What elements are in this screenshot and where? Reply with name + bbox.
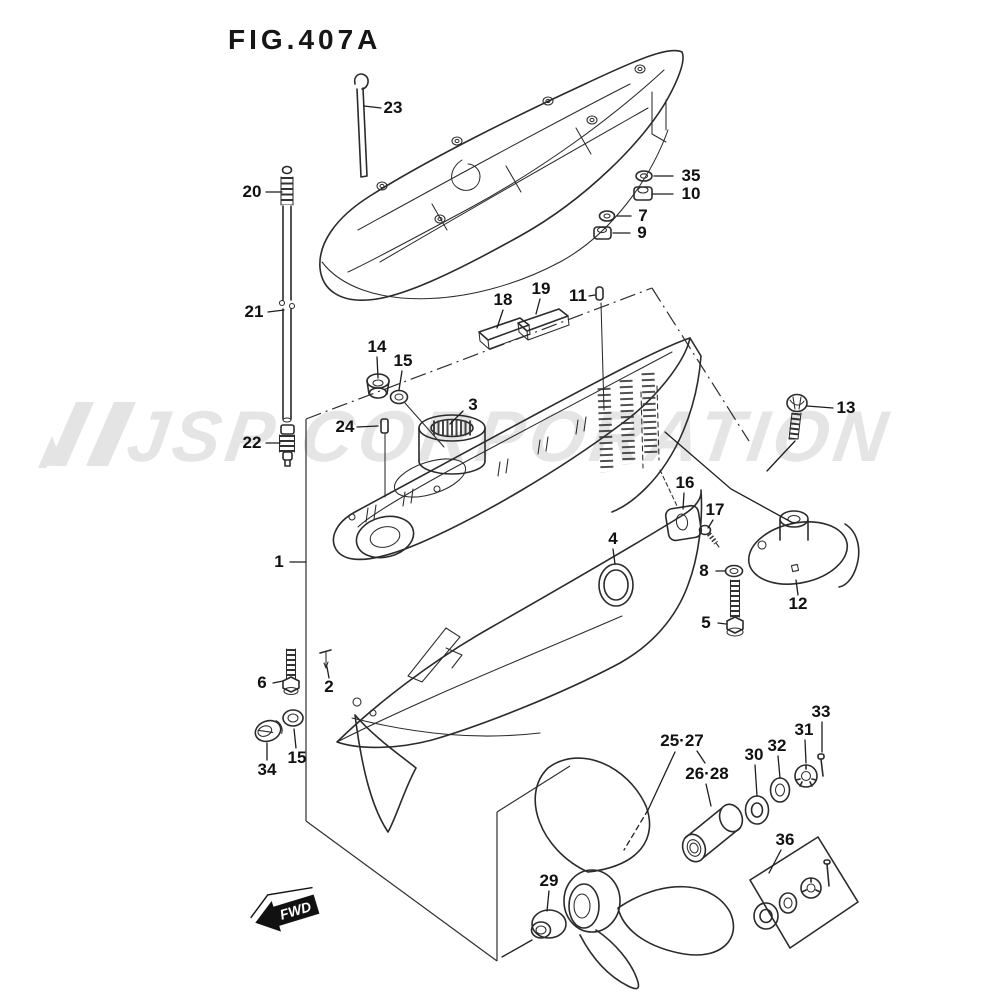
part-label-15: 15 [393,351,413,370]
part-label-31: 31 [794,720,814,739]
part-label-21: 21 [244,302,264,321]
trim-tab-12 [664,431,860,588]
plate-16 [664,504,703,542]
part-label-1: 1 [274,552,284,571]
washer-32 [769,777,791,803]
pin-11 [595,286,605,411]
part-label-19: 19 [531,279,551,298]
pin-24 [380,418,389,498]
part-label-15b: 15 [287,748,307,767]
part-label-3: 3 [468,395,478,414]
drive-shaft [278,165,296,467]
part-label-26-28: 26·28 [685,764,729,783]
part-label-25-27: 25·27 [660,731,704,750]
cotter-pin-33 [817,753,825,777]
part-label-7: 7 [638,206,648,225]
part-label-2: 2 [324,677,334,696]
part-label-12: 12 [788,594,808,613]
rod-23 [353,73,369,178]
part-label-23: 23 [383,98,403,117]
part-label-18: 18 [493,290,513,309]
part-label-34: 34 [257,760,277,779]
gear-case-housing [332,337,703,833]
part-label-11: 11 [569,286,587,305]
part-label-10: 10 [681,184,701,203]
fwd-arrow: FWD [250,886,320,932]
bolt-6 [282,648,300,696]
thrust-hub-29 [501,909,567,958]
bolt-13 [766,393,808,472]
hardware-35-10-7-9 [593,170,653,240]
part-label-35: 35 [681,166,701,185]
bearing-sleeve-3 [418,414,486,475]
figure-title: FIG.407A [228,24,382,55]
part-label-14: 14 [367,337,387,356]
leader-lines [265,105,834,912]
spline-nut-31 [794,764,818,788]
bolt-5 [726,579,744,637]
washer-8 [724,564,744,578]
part-label-16: 16 [675,473,695,492]
gaskets-18-19 [478,308,570,350]
plug-34 [254,719,283,743]
bushing-14-washer-15 [366,373,445,448]
bearing-4 [598,563,634,607]
part-label-29: 29 [539,871,559,890]
screw-17 [698,524,720,548]
part-label-33: 33 [811,702,831,721]
part-label-36: 36 [775,830,795,849]
washer-15b [282,709,304,727]
spacer-26-28 [681,803,744,863]
part-label-20: 20 [242,182,262,201]
part-label-6: 6 [257,673,267,692]
pin-2 [319,649,332,669]
part-label-22: 22 [242,433,262,452]
seal-30 [744,795,770,825]
part-label-5: 5 [701,613,711,632]
part-label-24: 24 [335,417,355,436]
propeller [534,757,735,990]
part-label-13: 13 [836,398,856,417]
upper-cover [319,49,684,301]
part-label-8: 8 [699,561,709,580]
part-label-30: 30 [744,745,764,764]
part-label-9: 9 [637,223,647,242]
part-label-17: 17 [705,500,725,519]
parts-box-36 [749,836,859,949]
part-label-32: 32 [767,736,787,755]
part-label-4: 4 [608,529,618,548]
